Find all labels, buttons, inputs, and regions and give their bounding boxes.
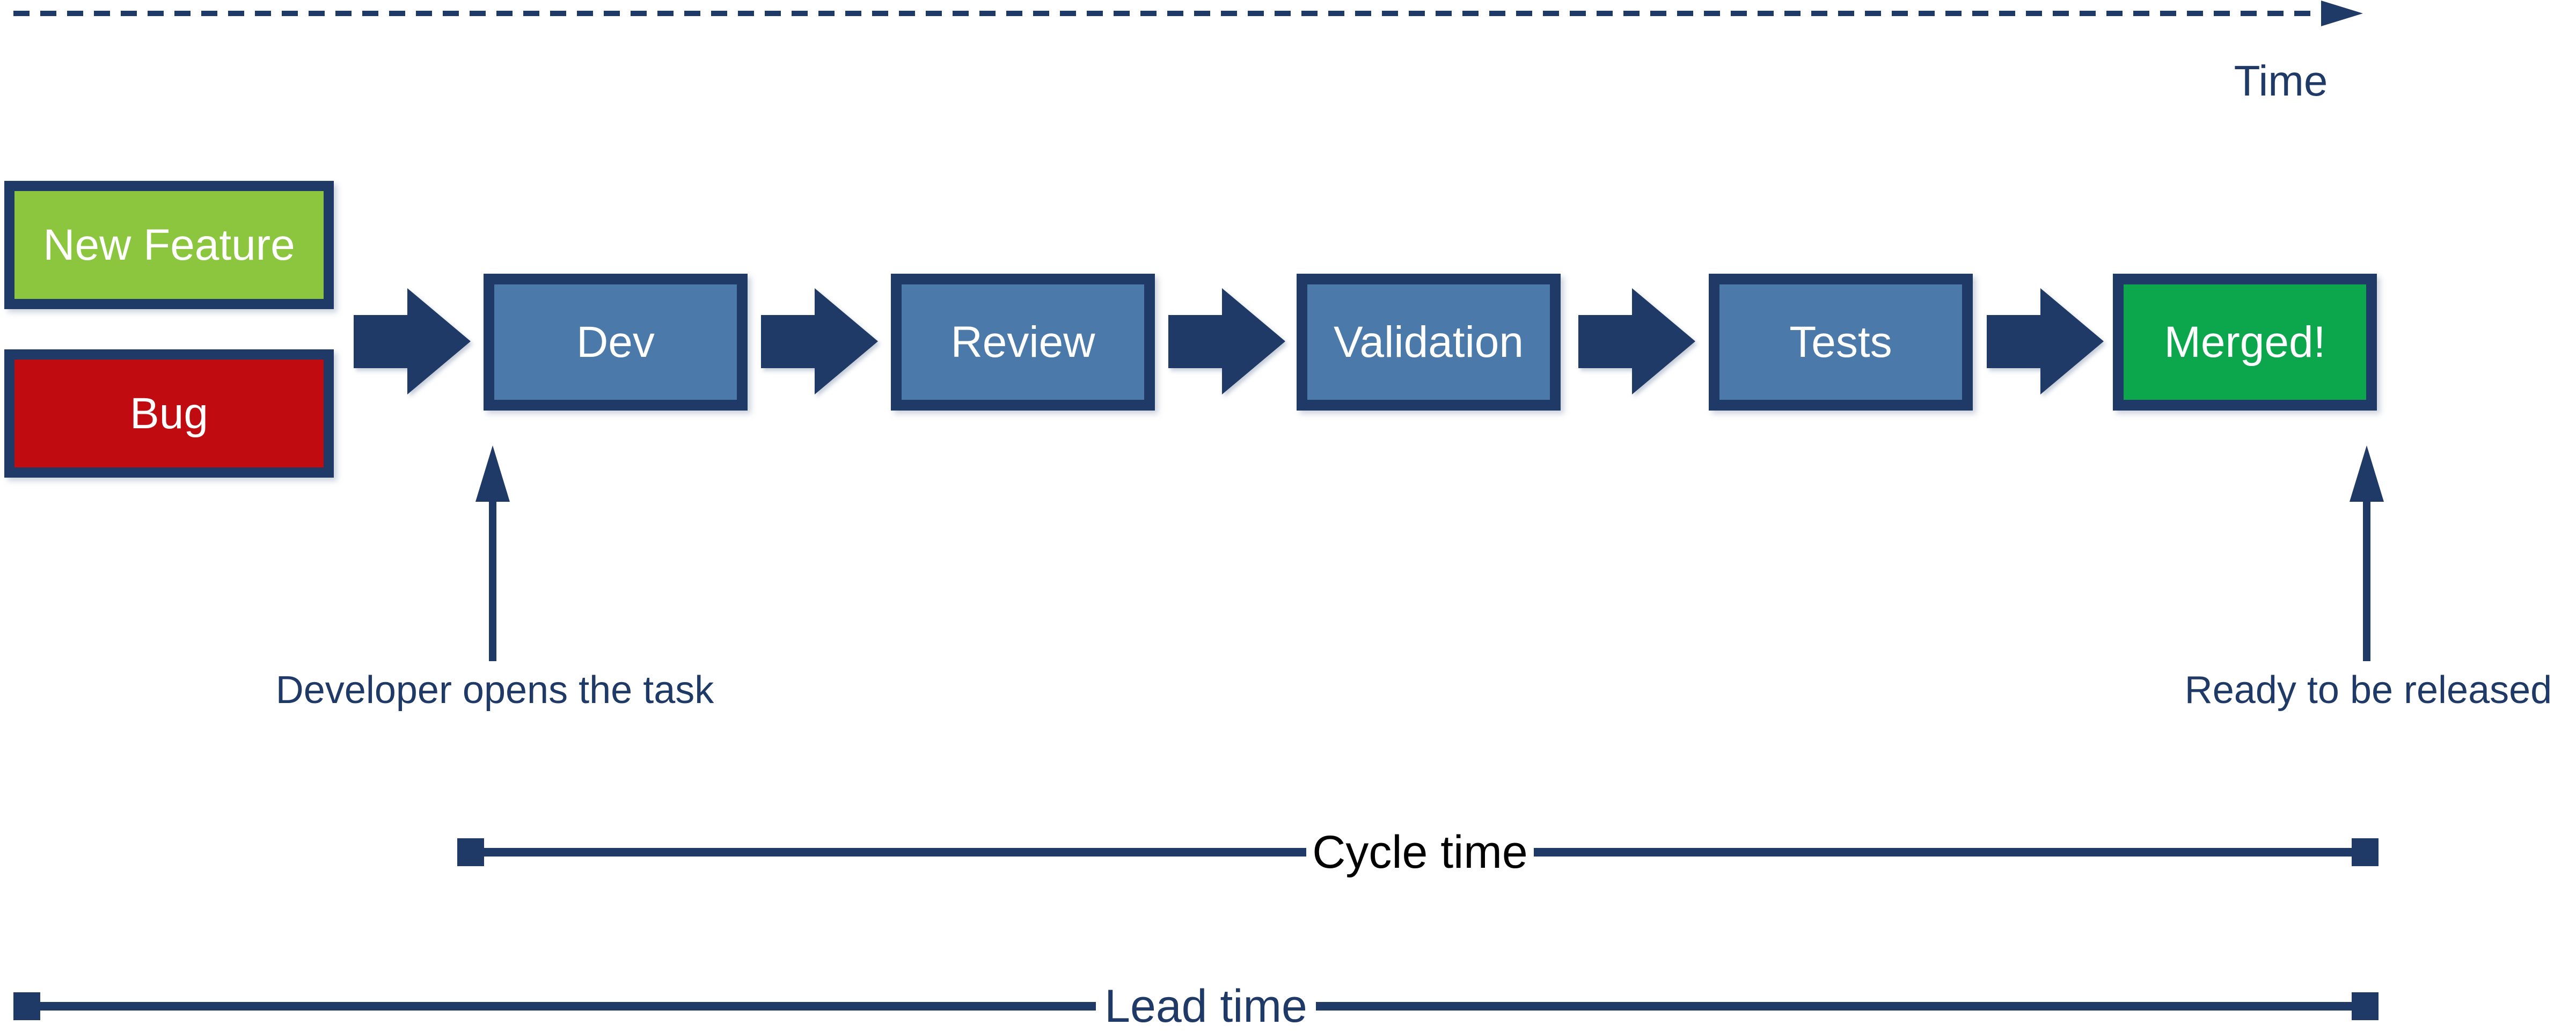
stage-label-review: Review	[950, 317, 1095, 367]
flow-arrow-icon-2	[761, 288, 878, 394]
cycle-time-end-marker	[2352, 838, 2379, 866]
stage-box-dev: Dev	[484, 274, 748, 411]
stage-box-merged: Merged!	[2113, 274, 2377, 411]
time-axis-dashed-line	[13, 11, 2321, 16]
flow-arrow-icon-3	[1168, 288, 1285, 394]
stage-label-tests: Tests	[1789, 317, 1892, 367]
up-arrowhead-icon	[475, 445, 510, 502]
flow-arrow-icon-5	[1987, 288, 2104, 394]
cycle-time-line-left	[471, 848, 1306, 857]
lead-time-start-marker	[13, 992, 40, 1020]
lead-time-end-marker	[2352, 992, 2379, 1020]
stage-label-validation: Validation	[1333, 317, 1524, 367]
stage-box-validation: Validation	[1297, 274, 1561, 411]
up-arrowhead-icon	[2350, 445, 2384, 502]
cycle-time-line-right	[1534, 848, 2365, 857]
flow-arrow-icon-4	[1578, 288, 1695, 394]
stage-box-review: Review	[891, 274, 1155, 411]
input-box-bug: Bug	[4, 349, 334, 478]
lead-time-label: Lead time	[1104, 980, 1307, 1032]
lead-time-line-left	[27, 1002, 1096, 1011]
annotation-ready-to-be-released: Ready to be released	[2184, 669, 2552, 712]
up-arrow-icon-ready	[2350, 445, 2384, 661]
input-box-new-feature: New Feature	[4, 181, 334, 309]
lead-time-line-right	[1316, 1002, 2365, 1011]
bug-label: Bug	[130, 389, 208, 438]
up-arrow-line	[2363, 499, 2370, 661]
stage-box-tests: Tests	[1709, 274, 1973, 411]
cycle-time-start-marker	[457, 838, 484, 866]
up-arrow-line	[489, 499, 496, 661]
stage-label-dev: Dev	[576, 317, 655, 367]
annotation-developer-opens-task: Developer opens the task	[275, 669, 714, 712]
up-arrow-icon-task-opened	[475, 445, 510, 661]
time-axis-label: Time	[2234, 57, 2328, 105]
new-feature-label: New Feature	[43, 220, 295, 269]
stage-label-merged: Merged!	[2164, 317, 2326, 367]
time-axis-arrowhead-icon	[2321, 1, 2363, 26]
cycle-time-label: Cycle time	[1312, 826, 1528, 878]
flow-arrow-icon-1	[354, 288, 471, 394]
